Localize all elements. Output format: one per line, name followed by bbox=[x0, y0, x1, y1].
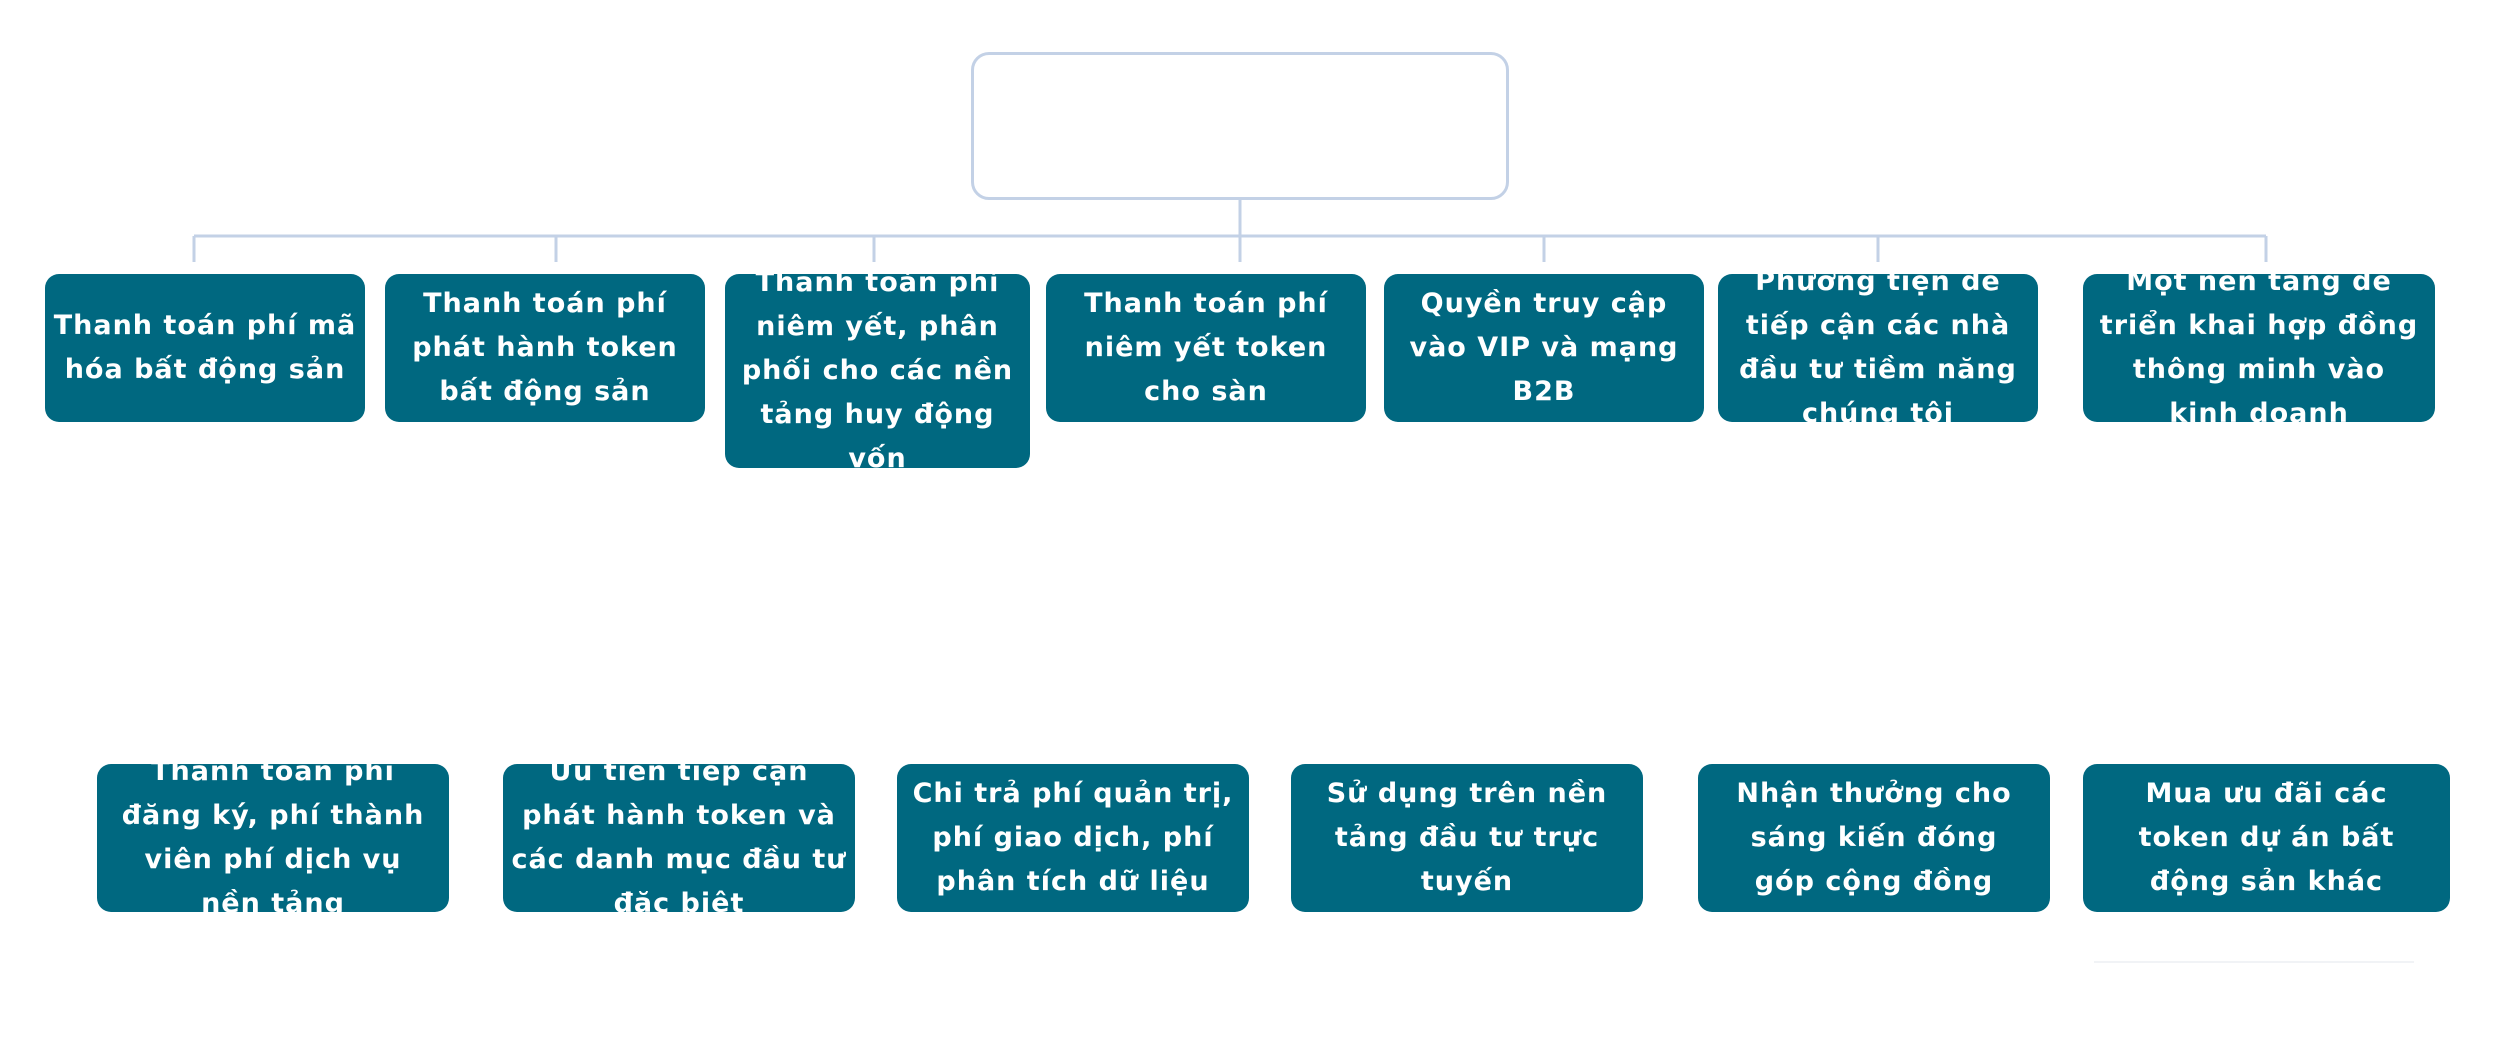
bottom-node-5: Nhận thưởng cho sáng kiến đóng góp cộng … bbox=[1698, 764, 2050, 912]
node-label: Nhận thưởng cho sáng kiến đóng góp cộng … bbox=[1736, 778, 2012, 897]
bottom-node-2: Ưu tiên tiếp cận phát hành token và các … bbox=[503, 756, 855, 919]
node-label: Thanh toán phí mã hóa bất động sản bbox=[53, 310, 357, 385]
top-node-6: Phương tiện để tiếp cận các nhà đầu tư t… bbox=[1718, 266, 2038, 429]
node-label: Quyền truy cập vào VIP và mạng B2B bbox=[1409, 288, 1679, 407]
top-node-1: Thanh toán phí mã hóa bất động sản bbox=[45, 274, 365, 422]
node-label: Mua ưu đãi các token dự án bất động sản … bbox=[2138, 778, 2395, 897]
top-node-3: Thanh toán phí niêm yết, phân phối cho c… bbox=[725, 267, 1030, 474]
node-label: Thanh toán phí phát hành token bất động … bbox=[412, 288, 678, 407]
bottom-node-6: Mua ưu đãi các token dự án bất động sản … bbox=[2083, 764, 2450, 912]
divider bbox=[2094, 961, 2414, 963]
node-label: Thanh toán phí niêm yết token cho sàn bbox=[1084, 288, 1328, 407]
node-label: Phương tiện để tiếp cận các nhà đầu tư t… bbox=[1739, 266, 2017, 429]
bottom-node-3: Chi trả phí quản trị, phí giao dịch, phí… bbox=[897, 764, 1249, 912]
bottom-node-4: Sử dụng trên nền tảng đầu tư trực tuyến bbox=[1291, 764, 1643, 912]
node-label: Thanh toán phí đăng ký, phí thành viên p… bbox=[121, 756, 425, 919]
node-label: Chi trả phí quản trị, phí giao dịch, phí… bbox=[912, 778, 1234, 897]
top-node-2: Thanh toán phí phát hành token bất động … bbox=[385, 274, 705, 422]
top-node-4: Thanh toán phí niêm yết token cho sàn bbox=[1046, 274, 1366, 422]
node-label: Sử dụng trên nền tảng đầu tư trực tuyến bbox=[1326, 778, 1608, 897]
root-node bbox=[971, 52, 1509, 200]
top-node-7: Một nền tảng để triển khai hợp đồng thôn… bbox=[2083, 266, 2435, 429]
bottom-node-1: Thanh toán phí đăng ký, phí thành viên p… bbox=[97, 756, 449, 919]
node-label: Thanh toán phí niêm yết, phân phối cho c… bbox=[741, 267, 1014, 474]
node-label: Một nền tảng để triển khai hợp đồng thôn… bbox=[2099, 266, 2419, 429]
node-label: Ưu tiên tiếp cận phát hành token và các … bbox=[511, 756, 847, 919]
top-node-5: Quyền truy cập vào VIP và mạng B2B bbox=[1384, 274, 1704, 422]
